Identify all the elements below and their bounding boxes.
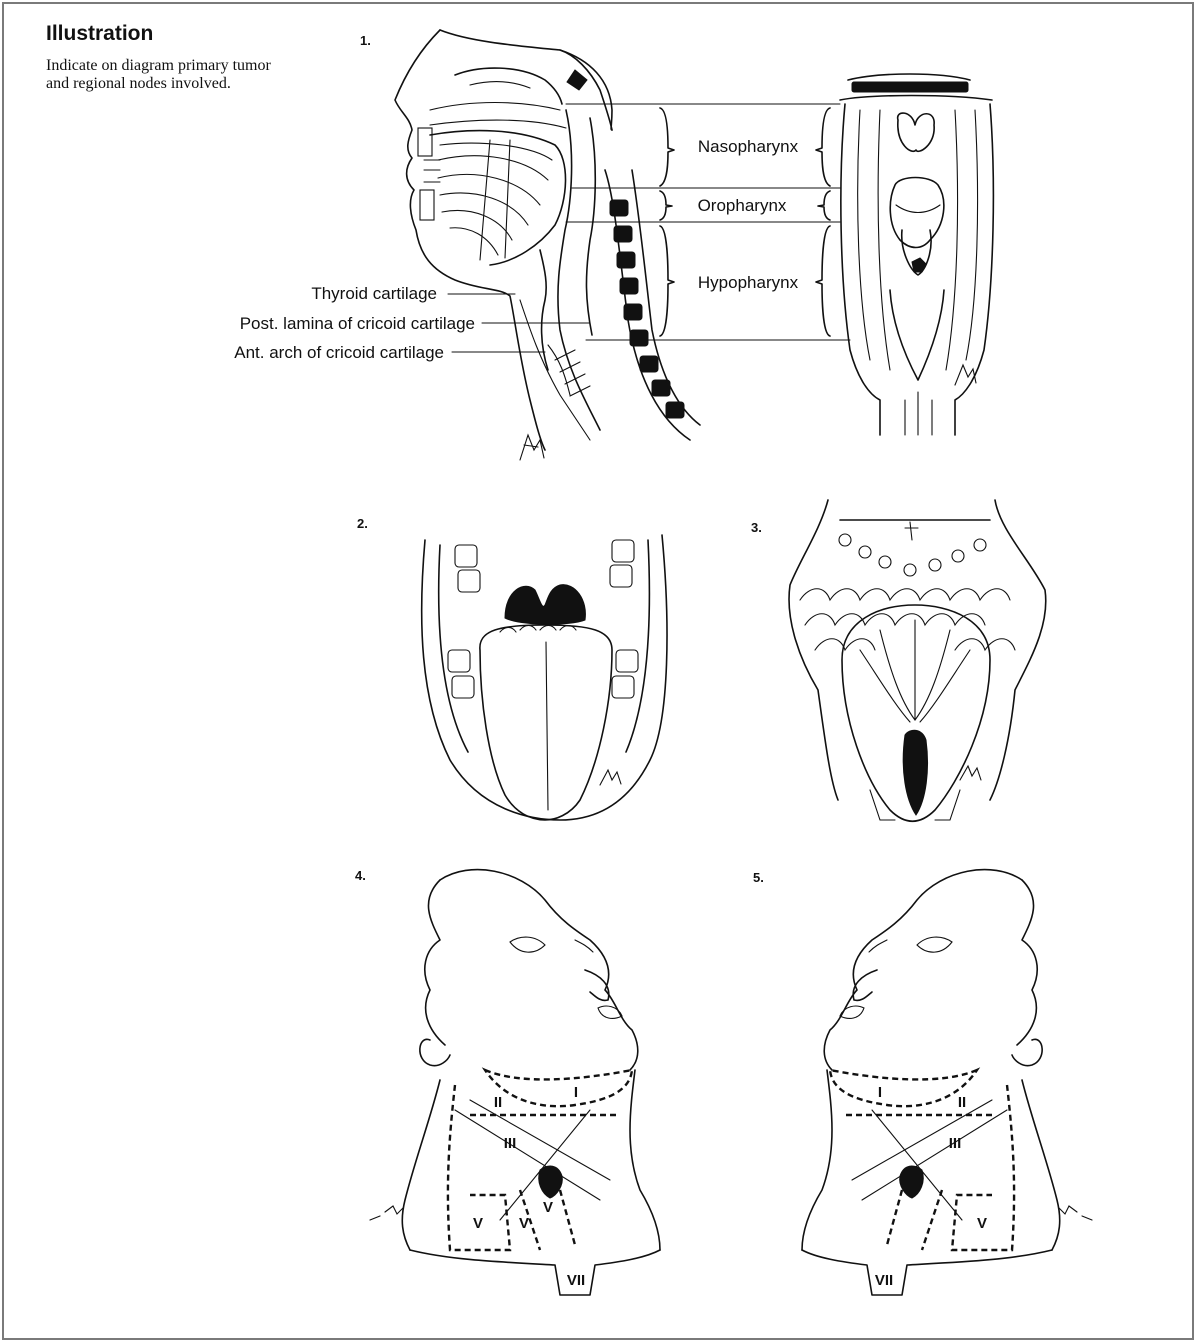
level-III-left: III <box>504 1135 517 1152</box>
label-oropharynx: Oropharynx <box>698 196 787 215</box>
level-III-right: III <box>949 1135 962 1152</box>
label-ant-arch-cricoid: Ant. arch of cricoid cartilage <box>234 343 444 362</box>
label-nasopharynx: Nasopharynx <box>698 137 799 156</box>
level-V-right: V <box>977 1215 987 1232</box>
level-VII-right: VII <box>875 1272 893 1289</box>
sagittal-head-neck-drawing <box>395 30 700 460</box>
level-II-right: II <box>958 1094 966 1111</box>
level-VII-left: VII <box>567 1272 585 1289</box>
label-hypopharynx: Hypopharynx <box>698 273 799 292</box>
level-I-left: I <box>574 1084 578 1101</box>
label-post-lamina-cricoid: Post. lamina of cricoid cartilage <box>240 314 475 333</box>
level-V-left-c: V <box>543 1199 553 1216</box>
neck-levels-left-drawing <box>370 870 660 1295</box>
level-V-left-b: V <box>519 1215 529 1232</box>
posterior-pharynx-drawing <box>840 74 993 435</box>
larynx-superior-drawing <box>789 500 1046 821</box>
neck-levels-right-drawing <box>802 870 1092 1295</box>
level-I-right: I <box>878 1084 882 1101</box>
level-V-left-a: V <box>473 1215 483 1232</box>
level-II-left: II <box>494 1094 502 1111</box>
open-mouth-drawing <box>422 535 667 820</box>
label-thyroid-cartilage: Thyroid cartilage <box>311 284 437 303</box>
